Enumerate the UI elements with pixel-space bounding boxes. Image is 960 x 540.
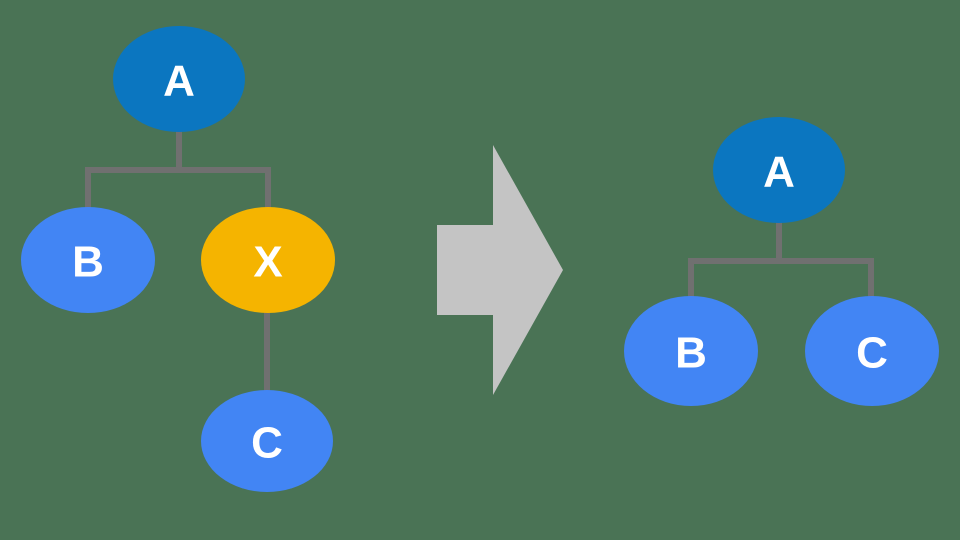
node-after-b[interactable]: B (624, 296, 758, 406)
node-after-c-label: C (856, 329, 888, 378)
before-tree-connectors (85, 126, 271, 396)
node-before-x-shape[interactable] (201, 207, 335, 313)
node-before-c-label: C (251, 419, 283, 468)
node-before-b-shape[interactable] (21, 207, 155, 313)
node-before-b[interactable]: B (21, 207, 155, 313)
node-after-b-shape[interactable] (624, 296, 758, 406)
node-after-b-label: B (675, 329, 707, 378)
node-after-a-label: A (763, 148, 795, 197)
node-before-c[interactable]: C (201, 390, 333, 492)
node-before-b-label: B (72, 238, 104, 287)
transformation-arrow (437, 145, 563, 395)
node-after-c-shape[interactable] (805, 296, 939, 406)
node-before-c-shape[interactable] (201, 390, 333, 492)
before-tree: A B X C (21, 26, 335, 492)
node-after-a-shape[interactable] (713, 117, 845, 223)
after-tree-connectors (688, 217, 874, 305)
node-before-a-label: A (163, 57, 195, 106)
right-arrow-icon (437, 145, 563, 395)
node-before-a[interactable]: A (113, 26, 245, 132)
node-after-c[interactable]: C (805, 296, 939, 406)
node-before-a-shape[interactable] (113, 26, 245, 132)
node-before-x-label: X (253, 238, 282, 287)
node-before-x[interactable]: X (201, 207, 335, 313)
after-tree: A B C (624, 117, 939, 406)
node-after-a[interactable]: A (713, 117, 845, 223)
